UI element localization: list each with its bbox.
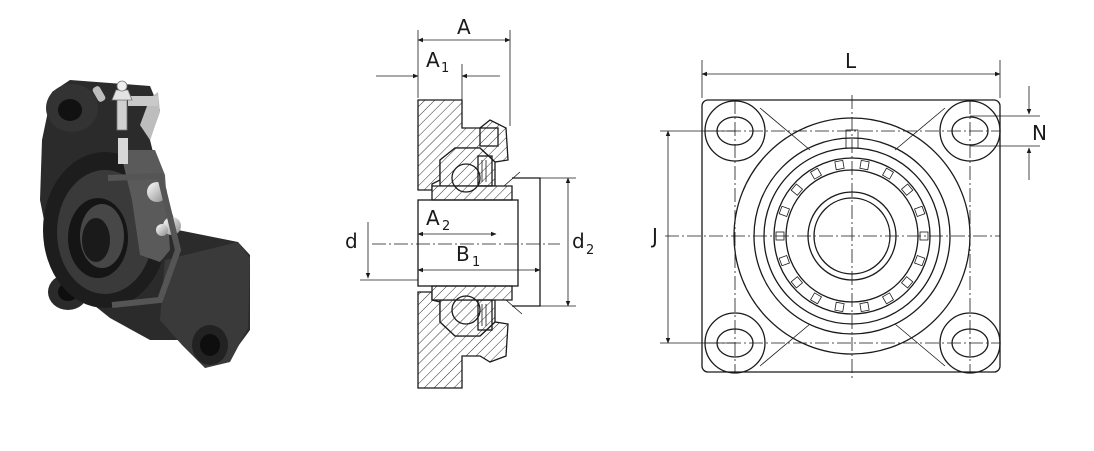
collar-tooth: [914, 254, 926, 267]
collar-tooth: [809, 167, 823, 180]
collar-tooth: [914, 205, 926, 218]
collar-tooth: [778, 254, 790, 267]
dim-label-B1: B: [456, 242, 470, 266]
dim-label-L: L: [845, 49, 857, 73]
collar-tooth: [790, 183, 804, 196]
collar-tooth: [809, 292, 823, 305]
collar-tooth: [834, 159, 845, 171]
cross-section-view: A A 1 A 2 B 1 d d 2: [345, 15, 594, 389]
dim-label-d2: d: [572, 229, 585, 253]
collar-tooth: [790, 276, 804, 289]
dim-label-d: d: [345, 229, 358, 253]
collar-tooth: [900, 183, 914, 196]
dim-label-A1-subscript: 1: [441, 61, 449, 76]
dim-label-A1: A: [426, 48, 440, 72]
collar-tooth: [881, 292, 895, 305]
collar-tooth: [859, 301, 870, 313]
dim-label-A: A: [457, 15, 471, 39]
dim-label-A2: A: [426, 206, 440, 230]
collar-tooth: [834, 301, 845, 313]
collar-tooth: [778, 205, 790, 218]
dim-label-B1-subscript: 1: [472, 255, 480, 270]
collar-tooth: [859, 159, 870, 171]
dim-label-J: J: [650, 224, 658, 248]
collar-teeth: [775, 159, 929, 313]
front-view: L J N: [650, 49, 1047, 378]
collar-tooth: [881, 167, 895, 180]
bearing-3d-cutaway-render: [40, 80, 250, 368]
dim-label-A2-subscript: 2: [442, 219, 450, 234]
dim-label-N: N: [1032, 121, 1047, 145]
dim-label-d2-subscript: 2: [586, 243, 594, 258]
collar-tooth: [900, 276, 914, 289]
